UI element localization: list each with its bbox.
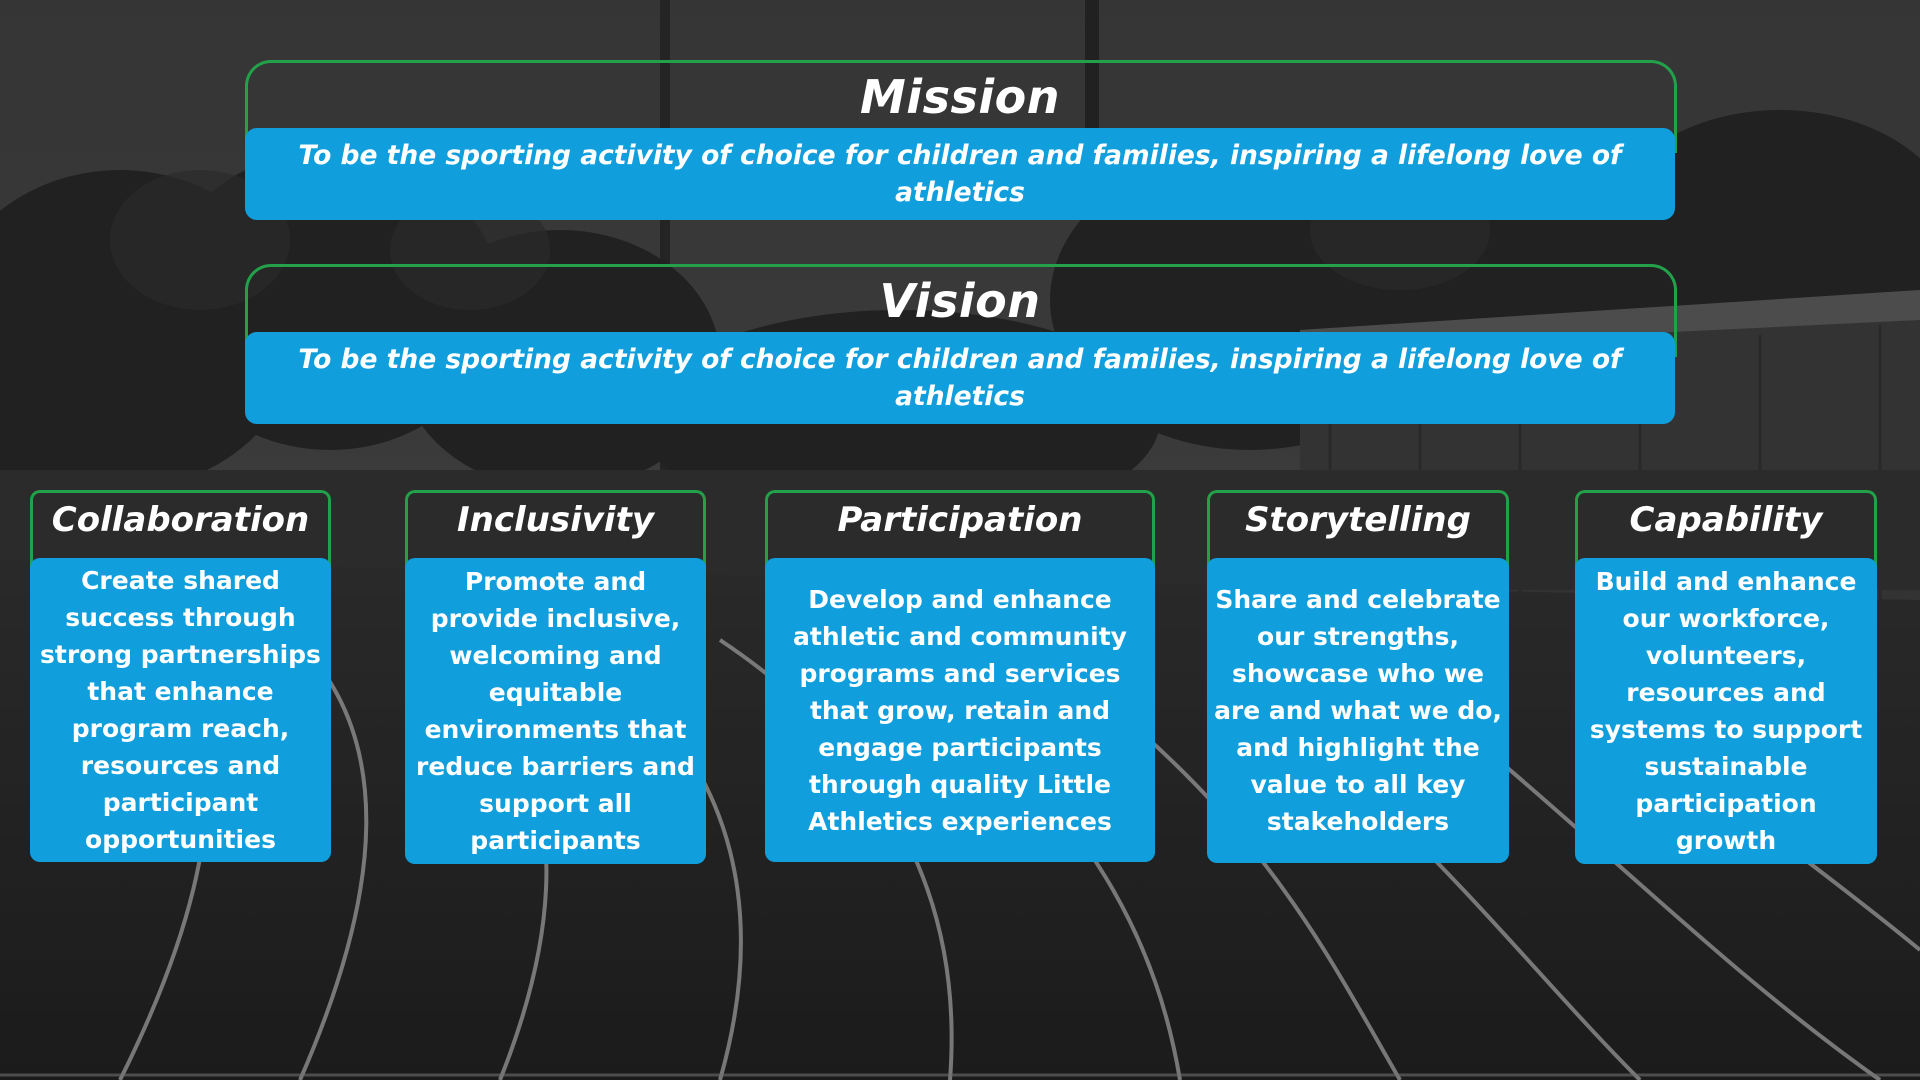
value-description: Share and celebrate our strengths, showc… [1214, 585, 1502, 836]
mission-title: Mission [860, 70, 1060, 124]
vision-statement-box: To be the sporting activity of choice fo… [245, 332, 1675, 424]
value-description: Promote and provide inclusive, welcoming… [416, 567, 695, 855]
value-frame [765, 490, 1155, 570]
value-description: Build and enhance our workforce, volunte… [1589, 567, 1863, 855]
vision-section: Vision To be the sporting activity of ch… [245, 264, 1677, 424]
value-description-box: Create shared success through strong par… [30, 558, 331, 862]
value-title: Capability [1629, 500, 1823, 540]
value-title: Inclusivity [457, 500, 654, 540]
mission-statement-box: To be the sporting activity of choice fo… [245, 128, 1675, 220]
mission-frame [245, 60, 1677, 153]
value-title: Storytelling [1245, 500, 1471, 540]
value-title: Participation [837, 500, 1083, 540]
value-frame [405, 490, 706, 570]
value-description-box: Promote and provide inclusive, welcoming… [405, 558, 706, 864]
vision-statement: To be the sporting activity of choice fo… [298, 344, 1622, 412]
value-description-box: Develop and enhance athletic and communi… [765, 558, 1155, 862]
value-description-box: Build and enhance our workforce, volunte… [1575, 558, 1877, 864]
value-frame [1207, 490, 1509, 570]
value-frame [30, 490, 331, 570]
mission-statement: To be the sporting activity of choice fo… [298, 140, 1622, 208]
value-frame [1575, 490, 1877, 570]
value-title: Collaboration [51, 500, 310, 540]
mission-section: Mission To be the sporting activity of c… [245, 60, 1677, 220]
vision-title: Vision [879, 274, 1041, 328]
value-description: Create shared success through strong par… [40, 566, 321, 854]
value-description: Develop and enhance athletic and communi… [793, 584, 1127, 836]
value-description-box: Share and celebrate our strengths, showc… [1207, 558, 1509, 863]
vision-frame [245, 264, 1677, 357]
